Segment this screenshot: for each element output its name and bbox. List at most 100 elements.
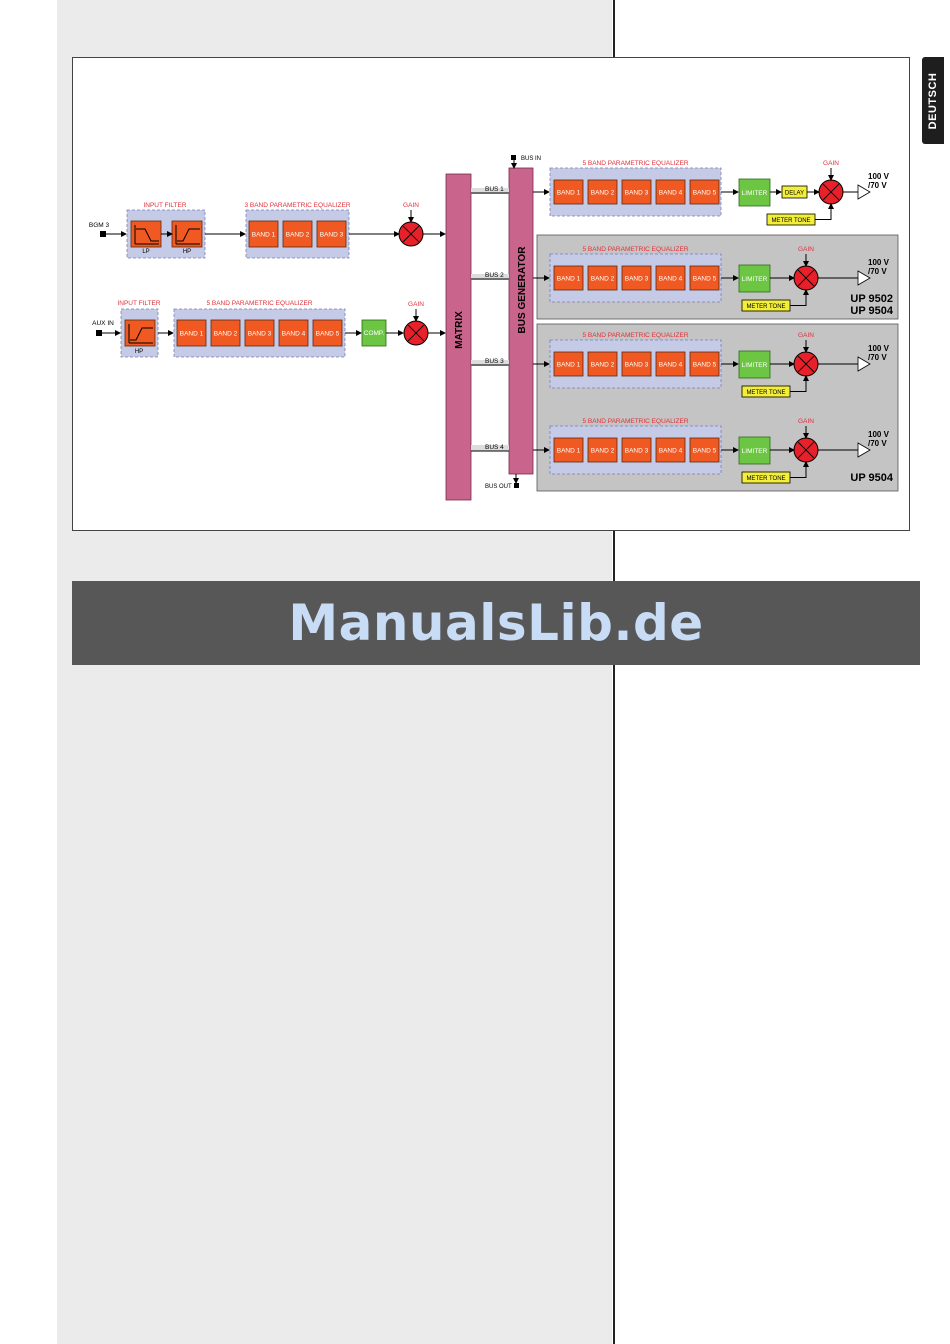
eq-title: 5 BAND PARAMETRIC EQUALIZER (582, 418, 688, 425)
eq-title: 5 BAND PARAMETRIC EQUALIZER (582, 160, 688, 167)
eq-band-block (587, 351, 618, 377)
eq-band-label: BAND 5 (693, 276, 717, 283)
eq-band-block (210, 319, 241, 347)
amplifier-output (857, 270, 871, 286)
limiter-label: LIMITER (742, 190, 768, 197)
eq-band-label: BAND 4 (659, 362, 683, 369)
eq-band-label: BAND 3 (625, 448, 649, 455)
bus-in-terminal (511, 155, 516, 160)
output-voltage-label: /70 V (868, 439, 887, 448)
gain-cross (797, 269, 815, 287)
eq-band-label: BAND 3 (248, 331, 272, 338)
delay-block-label: DELAY (785, 190, 804, 196)
gain-label: GAIN (798, 246, 814, 253)
model-label: UP 9504 (850, 472, 893, 484)
language-tab[interactable]: DEUTSCH (922, 57, 944, 144)
watermark-text: ManualsLib.de (288, 594, 704, 652)
bus-generator-label: BUS GENERATOR (517, 246, 528, 334)
eq-band-label: BAND 5 (316, 331, 340, 338)
eq-band-block (278, 319, 309, 347)
compressor-label: COMP. (364, 330, 385, 337)
eq-band-block (587, 179, 618, 205)
limiter-block (738, 178, 771, 207)
gain-cross (407, 324, 425, 342)
column-divider (613, 0, 615, 1344)
eq-band-block (655, 265, 686, 291)
output-voltage-label: /70 V (868, 353, 887, 362)
aux-highpass-label: HP (135, 349, 143, 355)
bus-in-label: BUS IN (521, 156, 541, 162)
output-voltage-label: /70 V (868, 267, 887, 276)
meter-tone-block-label: METER TONE (746, 304, 785, 310)
eq-band-block (689, 265, 720, 291)
meter-tone-block-label: METER TONE (746, 390, 785, 396)
bus-label: BUS 4 (485, 444, 504, 451)
compressor-block (361, 319, 387, 347)
eq-band-block (587, 265, 618, 291)
output-voltage-label: 100 V (868, 344, 890, 353)
model-label: UP 9504 (850, 305, 893, 317)
eq-band-label: BAND 4 (659, 190, 683, 197)
eq-band-block (621, 179, 652, 205)
eq-band-block (655, 179, 686, 205)
output-voltage-label: 100 V (868, 172, 890, 181)
eq-band-label: BAND 3 (625, 276, 649, 283)
eq-band-label: BAND 5 (693, 448, 717, 455)
eq-title: 3 BAND PARAMETRIC EQUALIZER (244, 202, 350, 209)
eq-band-block (655, 351, 686, 377)
bus-label: BUS 3 (485, 358, 504, 365)
eq-band-block (282, 220, 313, 248)
eq-band-label: BAND 3 (625, 362, 649, 369)
input-2-terminal (96, 330, 102, 336)
eq-band-label: BAND 2 (591, 448, 615, 455)
eq-band-label: BAND 2 (591, 276, 615, 283)
amplifier-output (857, 184, 871, 200)
eq-band-block (316, 220, 347, 248)
eq-band-block (553, 351, 584, 377)
input-2-label: AUX IN (92, 320, 114, 327)
meter-tone-line (815, 203, 834, 220)
gain-cross (797, 441, 815, 459)
meter-tone-block-label: METER TONE (746, 476, 785, 482)
bus-out-terminal (514, 483, 519, 488)
amplifier-output (857, 442, 871, 458)
bus-generator-bar (508, 167, 534, 475)
gain-cross (402, 225, 420, 243)
output-voltage-label: 100 V (868, 430, 890, 439)
aux-filter-title: INPUT FILTER (117, 300, 160, 307)
eq-band-block (176, 319, 207, 347)
watermark-banner: ManualsLib.de (72, 581, 920, 665)
lowpass-filter-block (130, 220, 162, 248)
bus-out-label: BUS OUT (485, 484, 512, 490)
eq-band-label: BAND 4 (282, 331, 306, 338)
input-filter-title: INPUT FILTER (143, 202, 186, 209)
gain-cross (822, 183, 840, 201)
gain-label: GAIN (798, 332, 814, 339)
eq-band-label: BAND 4 (659, 276, 683, 283)
eq-band-block (587, 437, 618, 463)
eq-band-block (553, 437, 584, 463)
amplifier-output (857, 356, 871, 372)
matrix-bar (445, 173, 472, 501)
meter-tone-block-label: METER TONE (771, 218, 810, 224)
meter-tone-line (790, 289, 809, 306)
eq-band-block (689, 351, 720, 377)
limiter-block (738, 350, 771, 379)
eq-band-label: BAND 2 (286, 232, 310, 239)
eq-band-label: BAND 2 (591, 362, 615, 369)
eq-band-label: BAND 5 (693, 190, 717, 197)
gain-label: GAIN (823, 160, 839, 167)
meter-tone-line (790, 461, 809, 478)
limiter-label: LIMITER (742, 276, 768, 283)
eq-band-block (244, 319, 275, 347)
eq-band-block (553, 265, 584, 291)
eq-band-label: BAND 1 (557, 362, 581, 369)
meter-tone-line (790, 375, 809, 392)
eq-band-block (621, 265, 652, 291)
eq-band-label: BAND 4 (659, 448, 683, 455)
eq-band-label: BAND 1 (180, 331, 204, 338)
filter-curve (177, 228, 200, 242)
eq-band-block (655, 437, 686, 463)
eq-band-label: BAND 3 (320, 232, 344, 239)
